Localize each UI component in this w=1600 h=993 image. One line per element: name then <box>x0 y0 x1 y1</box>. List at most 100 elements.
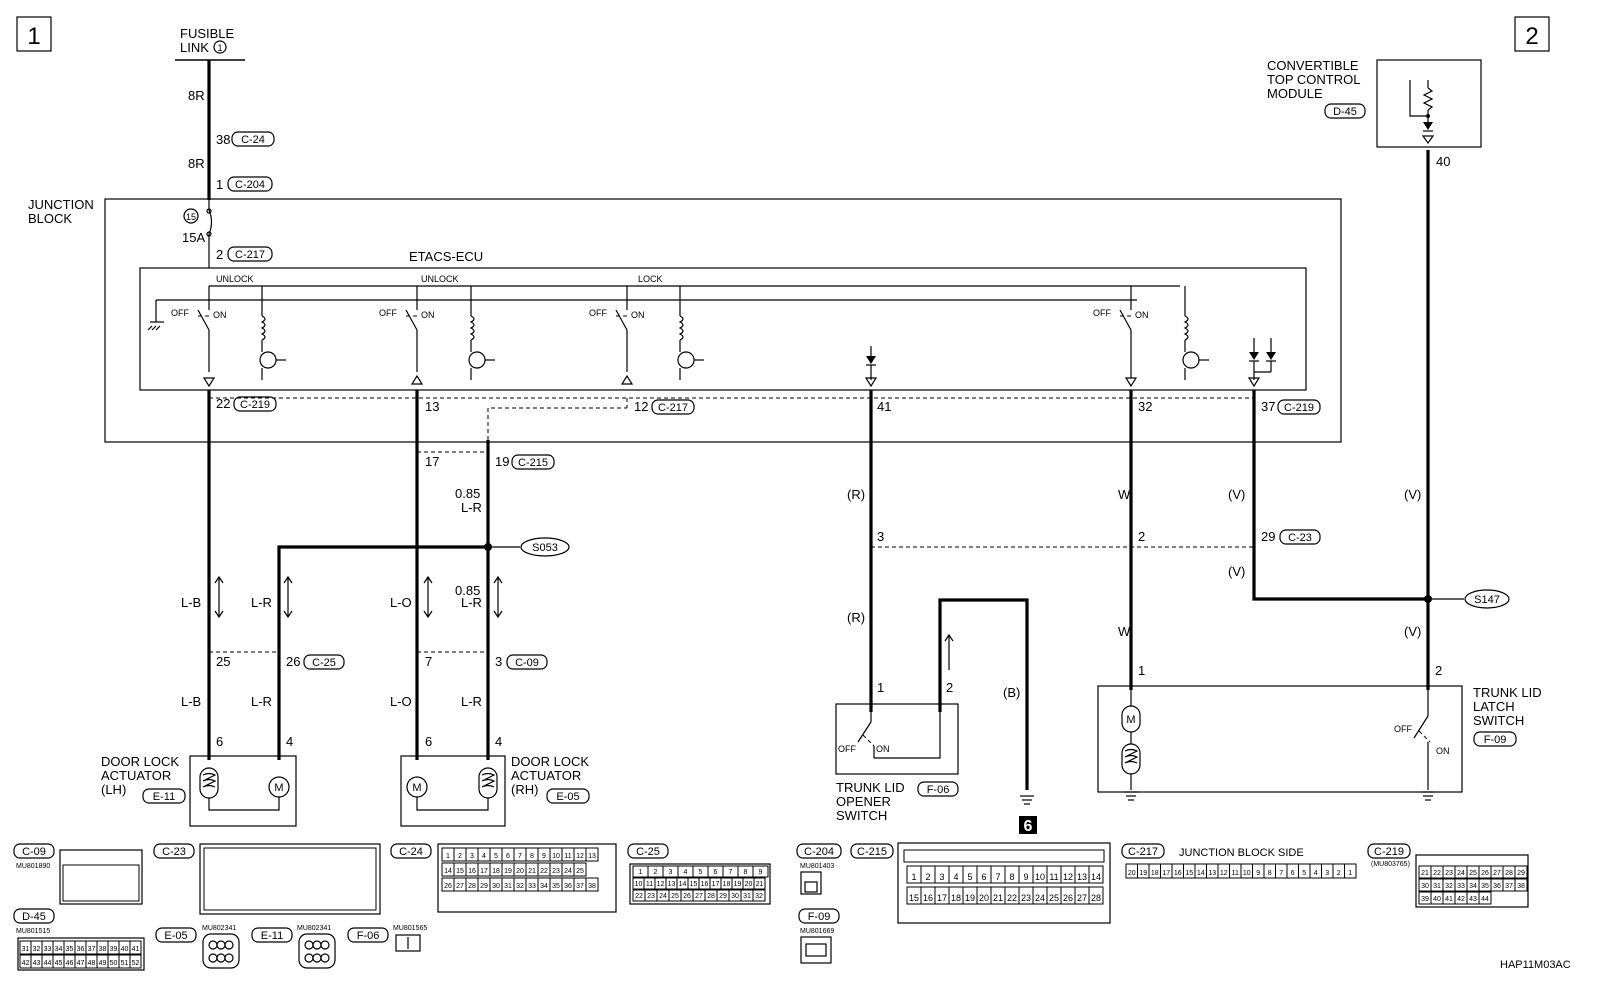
svg-text:M: M <box>412 782 421 794</box>
svg-text:C-204: C-204 <box>804 846 834 858</box>
connector-cell-label: 11 <box>564 853 571 860</box>
connector-cell-label: 21 <box>1421 870 1429 877</box>
connector-cell-label: 40 <box>1433 896 1441 903</box>
svg-text:ON: ON <box>1436 746 1450 756</box>
svg-text:C-215: C-215 <box>857 846 887 858</box>
connector-cell-label: 31 <box>22 946 30 953</box>
connector-cell-label: 29 <box>719 893 727 900</box>
svg-text:MU801890: MU801890 <box>16 863 50 870</box>
svg-text:M: M <box>274 782 283 794</box>
connector-tag-c217-mid: C-217 <box>651 399 695 415</box>
svg-text:TRUNK LID: TRUNK LID <box>1473 685 1542 700</box>
connector-cell-label: 2 <box>654 869 658 876</box>
pin-25: 25 <box>216 654 230 669</box>
svg-text:OFF: OFF <box>589 308 607 318</box>
connector-cell-label: 11 <box>646 881 653 888</box>
connector-cell-label: 49 <box>99 960 107 967</box>
connector-cell-label: 14 <box>1091 872 1101 882</box>
svg-text:OPENER: OPENER <box>836 794 891 809</box>
svg-text:OFF: OFF <box>1093 308 1111 318</box>
svg-text:E-05: E-05 <box>164 930 187 942</box>
wire-color-w-top: W <box>1118 487 1131 502</box>
svg-text:SWITCH: SWITCH <box>836 808 887 823</box>
connector-cell-label: 24 <box>564 868 572 875</box>
wire-lr-lh <box>277 545 488 760</box>
connector-cell-label: 32 <box>516 883 524 890</box>
svg-text:C-25: C-25 <box>636 846 660 858</box>
svg-text:MU802341: MU802341 <box>297 925 331 932</box>
connector-tag-c215: C-215 <box>511 454 555 470</box>
connector-cell-label: 34 <box>1469 883 1477 890</box>
connector-tag-c23: C-23 <box>1279 529 1321 545</box>
connector-cell-label: 26 <box>1481 870 1489 877</box>
connector-cell-label: 15 <box>690 881 698 888</box>
connector-cell-label: 7 <box>729 869 733 876</box>
svg-text:MU801403: MU801403 <box>800 863 834 870</box>
junction-block-label-1: JUNCTION <box>28 197 94 212</box>
connector-cell-label: 35 <box>552 883 560 890</box>
ecu-dual-diode <box>1247 338 1276 388</box>
wire-color-8r-top: 8R <box>188 88 205 103</box>
svg-text:ON: ON <box>421 310 435 320</box>
svg-text:4: 4 <box>286 734 293 749</box>
pin-2-c217: 2 <box>216 247 223 262</box>
connector-cell-label: 25 <box>576 868 584 875</box>
connector-cell-label: 27 <box>1493 870 1501 877</box>
svg-text:C-25: C-25 <box>312 657 336 669</box>
connector-cell-label: 38 <box>99 946 107 953</box>
svg-text:LINK: LINK <box>180 40 209 55</box>
connector-cell-label: 31 <box>1433 883 1441 890</box>
connector-cell-label: 23 <box>1445 870 1453 877</box>
jb-internal-link <box>417 398 628 453</box>
connector-tag-c204: C-204 <box>227 176 273 192</box>
svg-text:MU801515: MU801515 <box>16 928 50 935</box>
svg-text:1: 1 <box>877 680 884 695</box>
connector-cell-label: 3 <box>939 872 944 882</box>
connector-cell-label: 29 <box>480 883 488 890</box>
connector-cell-label: 13 <box>1208 870 1216 877</box>
connector-cell-label: 23 <box>1021 893 1031 903</box>
svg-text:C-09: C-09 <box>515 657 539 669</box>
svg-text:C-24: C-24 <box>241 134 265 146</box>
connector-cell-label: 41 <box>132 946 140 953</box>
connector-cell-label: 50 <box>110 960 118 967</box>
connector-cell <box>1088 886 1104 905</box>
connector-cell-label: 6 <box>981 872 986 882</box>
connector-cell-label: 3 <box>470 853 474 860</box>
fuse-15: 15 15A <box>182 200 213 268</box>
connector-cell <box>1088 865 1104 884</box>
connector-tag-c219-left: C-219 <box>233 396 277 412</box>
connector-cell-label: 5 <box>494 853 498 860</box>
svg-text:MU801565: MU801565 <box>393 925 427 932</box>
connector-cell-label: 19 <box>504 868 512 875</box>
wire-color-lr-lh-top: L-R <box>251 595 272 610</box>
svg-text:2: 2 <box>1435 663 1442 678</box>
svg-text:C-204: C-204 <box>235 179 265 191</box>
svg-text:S053: S053 <box>532 542 558 554</box>
connector-cell-label: 33 <box>528 883 536 890</box>
wire-color-lr-lh-bottom: L-R <box>251 694 272 709</box>
connector-cell-label: 15 <box>456 868 464 875</box>
connector-cell-label: 43 <box>33 960 41 967</box>
svg-text:ACTUATOR: ACTUATOR <box>101 768 171 783</box>
diagram-code: HAP11M03AC <box>1500 959 1571 971</box>
connector-cell-label: 52 <box>132 960 140 967</box>
connector-cell-label: 10 <box>1243 870 1251 877</box>
connector-cell-label: 5 <box>967 872 972 882</box>
svg-text:ON: ON <box>631 310 645 320</box>
connector-cell-label: 38 <box>588 883 596 890</box>
connector-cell-label: 22 <box>1433 870 1441 877</box>
pin-3-c23: 3 <box>877 529 884 544</box>
etacs-ecu-title: ETACS-ECU <box>409 249 483 264</box>
svg-text:1: 1 <box>217 43 222 53</box>
connector-cell-label: 37 <box>1505 883 1513 890</box>
svg-text:ON: ON <box>213 310 227 320</box>
arrows-bidirectional <box>214 575 954 670</box>
connector-cell-label: 34 <box>540 883 548 890</box>
connector-tag-c09: C-09 <box>506 654 548 670</box>
connector-cell-label: 32 <box>1445 883 1453 890</box>
connector-cell <box>1514 878 1528 892</box>
svg-text:6: 6 <box>216 734 223 749</box>
